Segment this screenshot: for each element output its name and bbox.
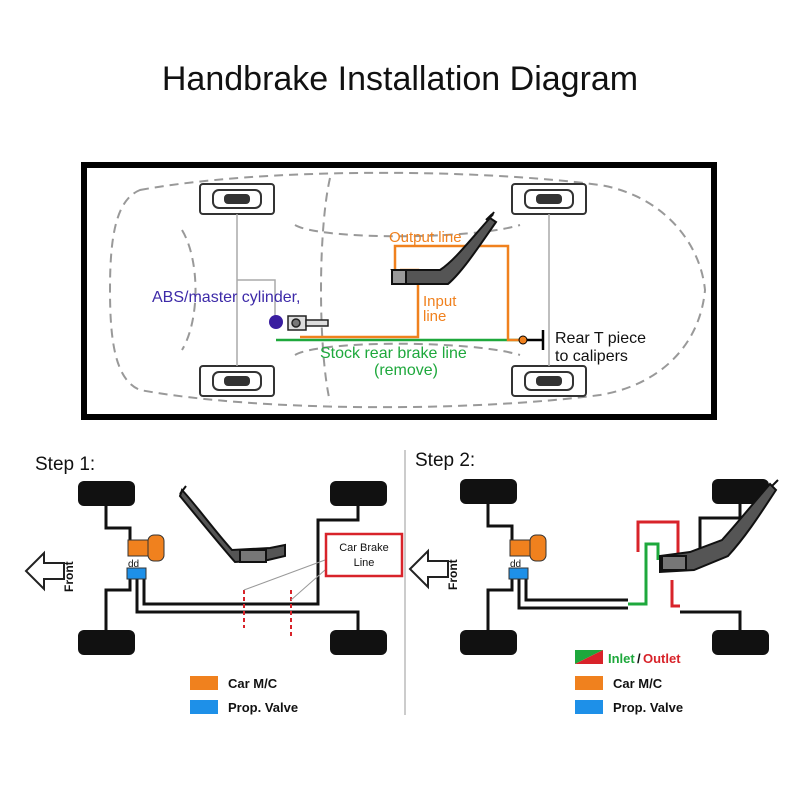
step1-front-label: Front <box>62 561 76 592</box>
wheel-rear-left <box>511 183 587 215</box>
step2-handbrake-lever <box>659 479 779 574</box>
step2-legend-sep: / <box>637 651 641 666</box>
label-stock-line-2: (remove) <box>374 362 438 379</box>
step2-legend-pv-swatch <box>575 700 603 714</box>
master-cylinder-valve <box>287 315 329 331</box>
step1-wheel-fr <box>78 630 135 655</box>
step1-prop-valve <box>126 567 147 580</box>
rear-t-connector <box>527 330 545 350</box>
overview-frame <box>81 162 717 420</box>
step2-wheel-fr <box>460 630 517 655</box>
overview-handbrake-lever <box>390 211 498 285</box>
step1-legend-pv: Prop. Valve <box>228 700 298 715</box>
step2-prop-valve <box>508 567 529 580</box>
step2-inlet-line <box>628 542 660 606</box>
car-outline <box>108 171 707 409</box>
label-abs: ABS/master cylinder, <box>152 289 301 306</box>
svg-text:dd: dd <box>510 559 521 570</box>
label-stock-line-1: Stock rear brake line <box>320 345 467 362</box>
step1-callout-line2: Line <box>354 557 375 569</box>
step1-wheel-rl <box>330 481 387 506</box>
label-input-line-1: Input <box>423 293 457 310</box>
step1-label: Step 1: <box>35 454 95 475</box>
step1-master-cylinder: dd <box>127 534 165 570</box>
step1-cut-marks <box>243 590 292 636</box>
label-input-line-2: line <box>423 308 446 325</box>
step1-callout-line1: Car Brake <box>339 542 389 554</box>
step2-outlet-line-upper <box>636 520 680 556</box>
step1-wheel-rr <box>330 630 387 655</box>
step1-callout-box <box>324 532 404 578</box>
label-output-line: Output line <box>389 229 462 246</box>
step2-wheel-rl <box>712 479 769 504</box>
rear-t-piece <box>518 335 528 345</box>
svg-text:dd: dd <box>128 559 139 570</box>
wheel-front-right <box>199 365 275 397</box>
step2-legend-inlet: Inlet <box>608 651 635 666</box>
wheel-rear-right <box>511 365 587 397</box>
output-line <box>393 244 522 342</box>
step1-legend-mc-swatch <box>190 676 218 690</box>
step1-front-arrow <box>24 550 65 592</box>
step2-master-cylinder: dd <box>509 534 547 570</box>
label-rear-t-2: to calipers <box>555 348 628 365</box>
step1-handbrake-lever <box>178 485 286 564</box>
step1-legend-mc: Car M/C <box>228 676 278 691</box>
step2-front-arrow <box>408 548 449 590</box>
step2-brake-lines <box>486 504 742 630</box>
step2-legend-inlet-outlet-swatch <box>575 650 603 664</box>
label-rear-t-1: Rear T piece <box>555 330 646 347</box>
step2-wheel-rr <box>712 630 769 655</box>
step2-front-label: Front <box>446 559 460 590</box>
step1-wheel-fl <box>78 481 135 506</box>
step2-legend-mc: Car M/C <box>613 676 663 691</box>
overview-axles <box>236 214 550 366</box>
step2-wheel-fl <box>460 479 517 504</box>
step1-wheels <box>78 481 387 655</box>
step2-legend-outlet: Outlet <box>643 651 681 666</box>
step2-outlet-line-lower <box>670 580 680 608</box>
step2-wheels <box>460 479 769 655</box>
step2-legend-mc-swatch <box>575 676 603 690</box>
step2-legend-pv: Prop. Valve <box>613 700 683 715</box>
abs-master-cylinder <box>269 315 283 329</box>
step1-legend-pv-swatch <box>190 700 218 714</box>
step1-callout-leaders <box>243 559 326 601</box>
step2-label: Step 2: <box>415 450 475 471</box>
wheel-front-left <box>199 183 275 215</box>
page-title: Handbrake Installation Diagram <box>161 60 639 98</box>
step1-brake-lines <box>104 506 360 630</box>
